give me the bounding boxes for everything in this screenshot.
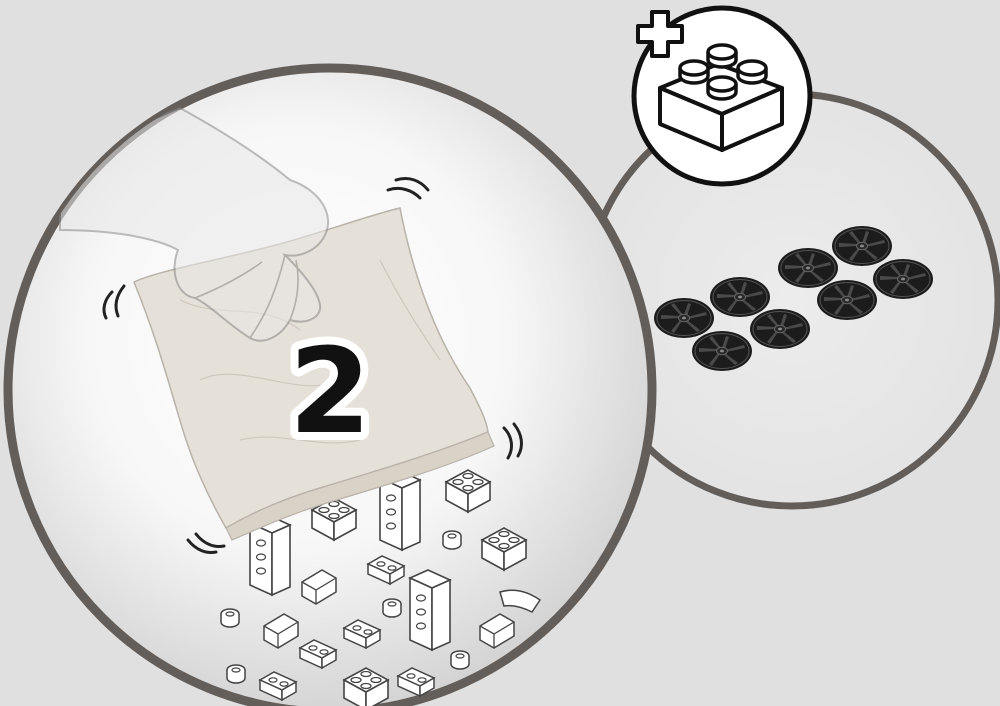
wheel-rim-icon [778,248,838,288]
wheel-rim-icon [654,298,714,338]
wheel-rim-icon [710,277,770,317]
wheel-rim-icon [873,259,933,299]
wheel-rim-icon [750,309,810,349]
bag-number: 2 [289,322,371,460]
wheel-rim-icon [832,226,892,266]
bag-number-text: 2 [289,322,371,460]
plus-brick-icon [634,8,810,184]
wheel-rim-icon [692,331,752,371]
wheel-rim-icon [817,280,877,320]
